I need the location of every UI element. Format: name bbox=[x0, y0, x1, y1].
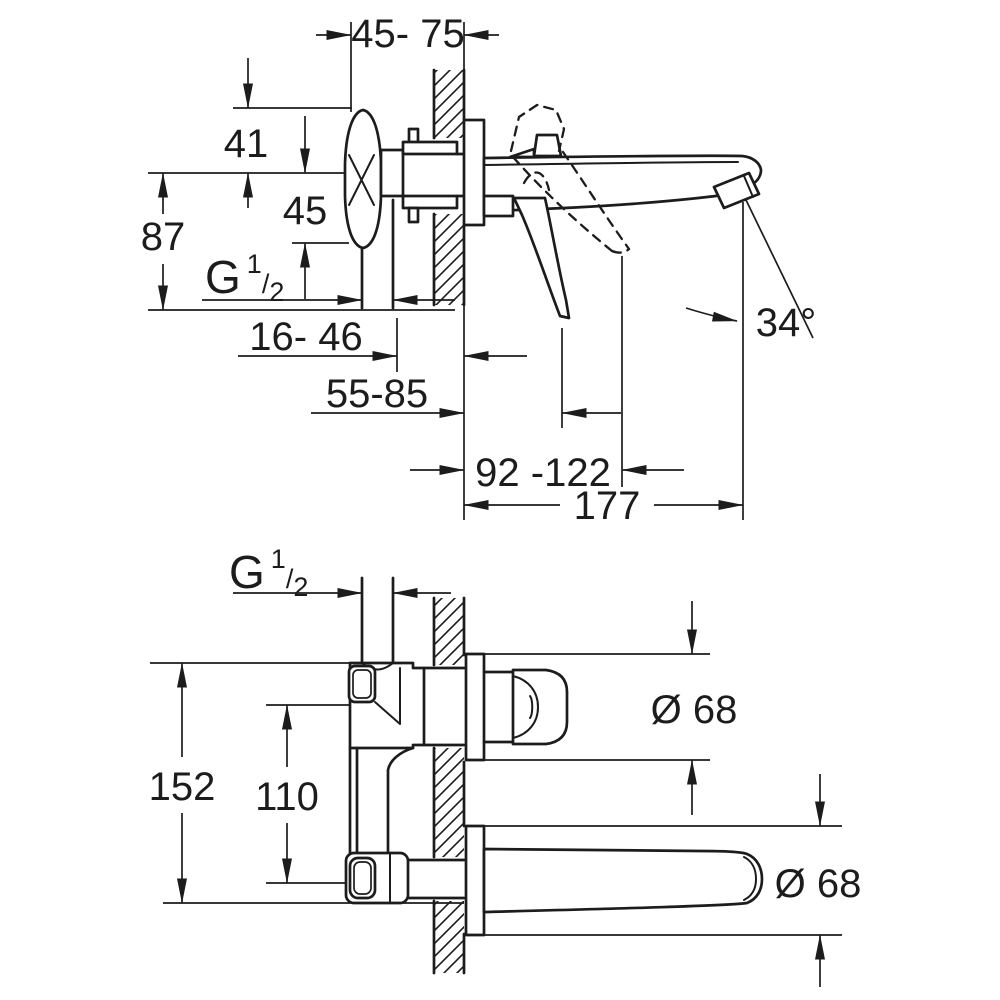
handle-knob bbox=[511, 668, 569, 746]
dimension-label-41: 41 bbox=[224, 122, 269, 166]
dimension-label-55-85: 55-85 bbox=[326, 372, 428, 416]
spout-plan bbox=[482, 847, 764, 914]
side-port bbox=[347, 664, 377, 704]
dimension-label-87: 87 bbox=[141, 215, 186, 259]
dimension-16-46: 16- 46 bbox=[238, 315, 527, 361]
dimension-label-install-depth: 45- 75 bbox=[351, 12, 464, 56]
wall-hatch bbox=[434, 70, 464, 138]
wall-section-side bbox=[432, 68, 466, 307]
lever-handle-side bbox=[512, 196, 571, 320]
spout-wall-pipe bbox=[406, 858, 466, 900]
spout-blade-plan bbox=[482, 847, 764, 914]
spout-body bbox=[482, 154, 763, 213]
wall-hatch bbox=[434, 901, 464, 973]
aerator-inner-line bbox=[743, 175, 754, 198]
lever-boss bbox=[532, 133, 563, 158]
dimension-label-45: 45 bbox=[283, 189, 328, 233]
bracket-bar bbox=[348, 746, 359, 855]
top-flange bbox=[401, 140, 459, 156]
dimension-angle-34: 34° bbox=[685, 199, 817, 345]
dimension-110: 110 bbox=[255, 704, 319, 884]
concealed-body-side bbox=[343, 108, 466, 310]
dimension-install-depth: 45- 75 bbox=[316, 12, 499, 56]
bottom-port-inner bbox=[353, 861, 372, 895]
dimension-177: 177 bbox=[463, 484, 744, 528]
valve-chamfer bbox=[374, 667, 401, 725]
spout-tip-inner bbox=[743, 856, 757, 901]
dimension-92-122: 92 -122 bbox=[410, 451, 684, 495]
dimension-label-dia68-spout: Ø 68 bbox=[775, 862, 862, 906]
lever-handle-open-dashed bbox=[509, 103, 631, 254]
dimension-87: 87 bbox=[141, 172, 186, 311]
wall-hatch bbox=[434, 748, 464, 857]
wall-hatch bbox=[434, 598, 464, 665]
wall-section-plan bbox=[432, 596, 466, 975]
dimension-55-85: 55-85 bbox=[311, 372, 621, 418]
handle-knob-inner bbox=[512, 675, 539, 739]
angle-arc-arrow bbox=[685, 307, 738, 322]
dimension-label-177: 177 bbox=[574, 484, 641, 528]
lever-handle-plan bbox=[482, 668, 569, 746]
dimension-label-92-122: 92 -122 bbox=[475, 451, 611, 495]
dimension-label-16-46: 16- 46 bbox=[249, 315, 362, 359]
side-port-inner bbox=[352, 669, 372, 699]
dimension-41: 41 bbox=[224, 58, 269, 208]
bottom-pin bbox=[407, 206, 420, 224]
angle-leader-line bbox=[745, 199, 814, 339]
supply-stub-plan bbox=[360, 576, 395, 665]
handle-knob-detail bbox=[529, 695, 534, 719]
rosette-grip-seam bbox=[348, 154, 375, 206]
spout-side bbox=[482, 133, 763, 218]
aerator bbox=[712, 171, 761, 210]
dimension-label-34deg: 34° bbox=[756, 301, 817, 345]
handle-sleeve bbox=[482, 670, 515, 744]
dimension-152: 152 bbox=[149, 662, 216, 904]
dimension-45: 45 bbox=[283, 116, 328, 299]
dimension-label-152: 152 bbox=[149, 765, 216, 809]
spout-inner-line bbox=[483, 161, 739, 166]
handle-wall-pipe bbox=[422, 666, 466, 747]
dimension-dia68-spout: Ø 68 bbox=[775, 774, 862, 987]
handle-escutcheon-plate bbox=[464, 652, 486, 762]
spout-escutcheon-plate bbox=[464, 824, 486, 937]
mounting-plate-side bbox=[462, 118, 486, 227]
spout-underside-step bbox=[482, 194, 515, 218]
bottom-flange bbox=[401, 194, 459, 210]
bracket-bar-right bbox=[386, 746, 415, 855]
dimension-label-dia68-handle: Ø 68 bbox=[651, 688, 738, 732]
spout-ramp bbox=[508, 147, 536, 159]
bottom-port bbox=[348, 856, 377, 900]
dimension-label-110: 110 bbox=[255, 775, 319, 819]
dimension-dia68-handle: Ø 68 bbox=[651, 601, 738, 815]
valve-block-side bbox=[379, 148, 405, 198]
wall-hatch bbox=[434, 214, 464, 305]
